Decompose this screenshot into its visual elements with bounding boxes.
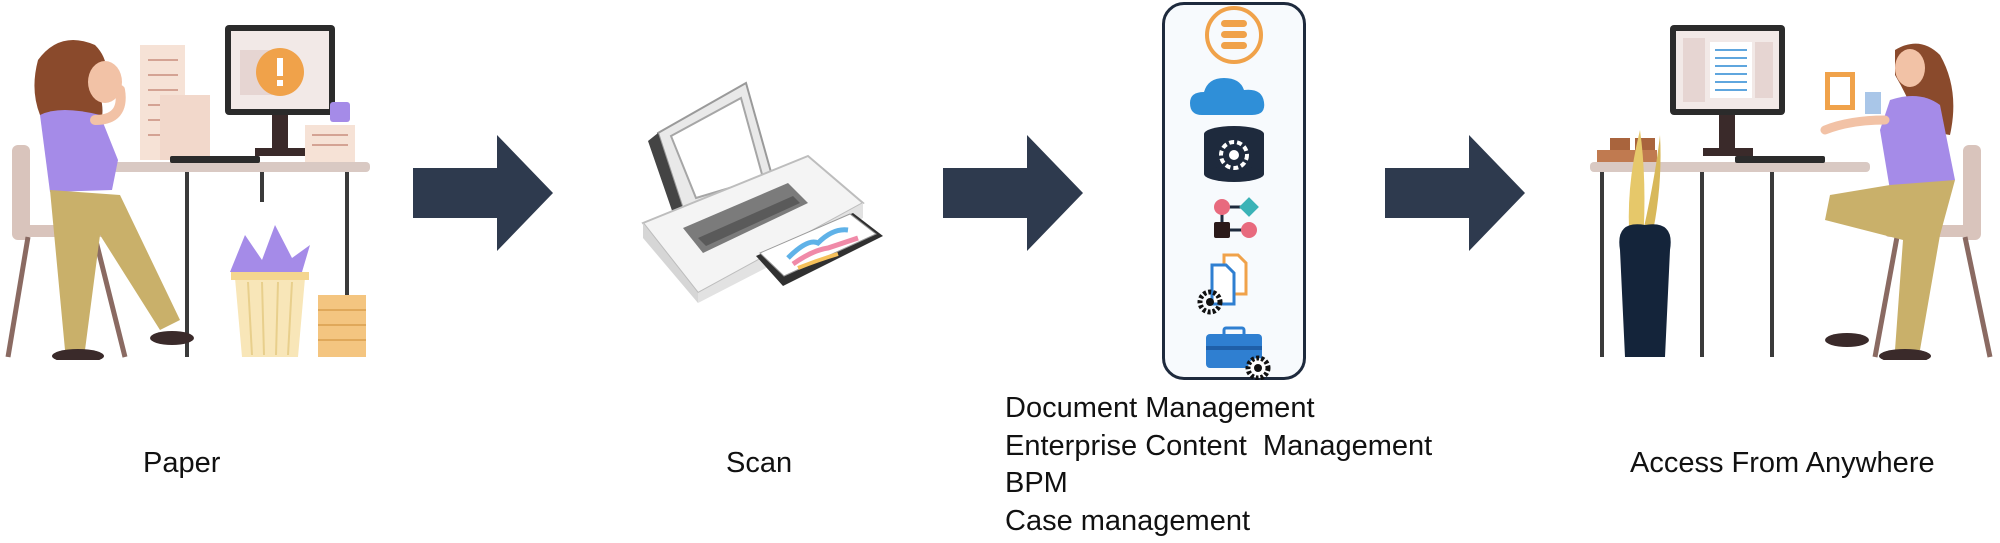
- flow-arrow-3: [1385, 135, 1525, 251]
- services-icons: [1162, 2, 1306, 380]
- paper-illustration: [0, 20, 380, 360]
- service-item-bpm: BPM: [1005, 467, 1068, 499]
- service-item-enterprise-content-management: Enterprise Content Management: [1005, 429, 1433, 462]
- database-icon: [1205, 6, 1263, 64]
- service-item-document-management: Document Management: [1005, 392, 1315, 424]
- document-gear-icon: [1197, 253, 1248, 315]
- cloud-icon: [1190, 78, 1265, 115]
- service-item-case-management: Case management: [1005, 504, 1251, 537]
- workflow-icon: [1214, 197, 1259, 238]
- flow-arrow-2: [943, 135, 1083, 251]
- access-illustration: [1585, 20, 2000, 360]
- briefcase-gear-icon: [1206, 326, 1271, 380]
- flow-arrow-1: [413, 135, 553, 251]
- services-list: Document Management Enterprise Content M…: [1005, 390, 1432, 540]
- step-label-access-from-anywhere: Access From Anywhere: [1630, 447, 1935, 479]
- services-panel: [1162, 2, 1306, 380]
- step-label-scan: Scan: [726, 447, 793, 479]
- scanner-illustration: [638, 78, 888, 303]
- step-label-paper: Paper: [143, 447, 221, 479]
- server-gear-icon: [1204, 126, 1264, 182]
